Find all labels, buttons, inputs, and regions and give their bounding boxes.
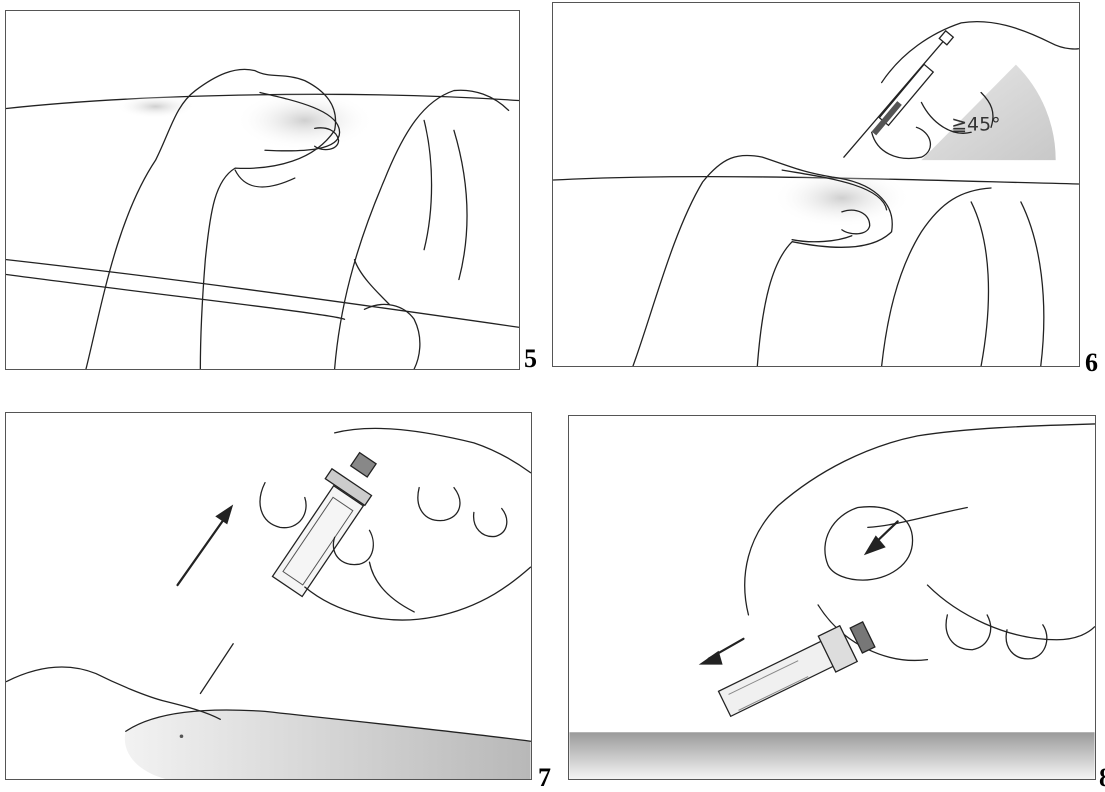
step-number-7: 7 [538,765,551,791]
step-7-panel [5,412,532,780]
skin-pinch-shade [235,91,374,151]
step-8-panel [568,415,1096,780]
capping-hand [745,424,1095,615]
cap-direction-arrow [699,639,744,665]
step-8-illustration [569,416,1095,779]
step-number-6: 6 [1085,350,1098,376]
step-5-illustration [6,11,519,369]
withdraw-arrow [177,505,233,586]
arm-bottom-edge [6,260,518,328]
highlighted-finger [825,507,913,580]
syringe [844,31,953,157]
step-number-5: 5 [524,346,537,372]
skin-surface [125,710,531,779]
step-5-panel [5,10,520,370]
injecting-hand [882,22,1079,83]
syringe [200,453,376,694]
syringe-with-cap [719,622,875,716]
injection-site [180,734,184,738]
table-surface [569,732,1094,779]
needle-and-barrel-axis [844,38,946,157]
step-6-panel: ≧45° [552,2,1080,367]
skin-pinch-shade [772,168,911,228]
step-number-8: 8 [1099,765,1105,791]
step-7-illustration [6,413,531,779]
needle [200,644,233,694]
step-6-illustration: ≧45° [553,3,1079,366]
